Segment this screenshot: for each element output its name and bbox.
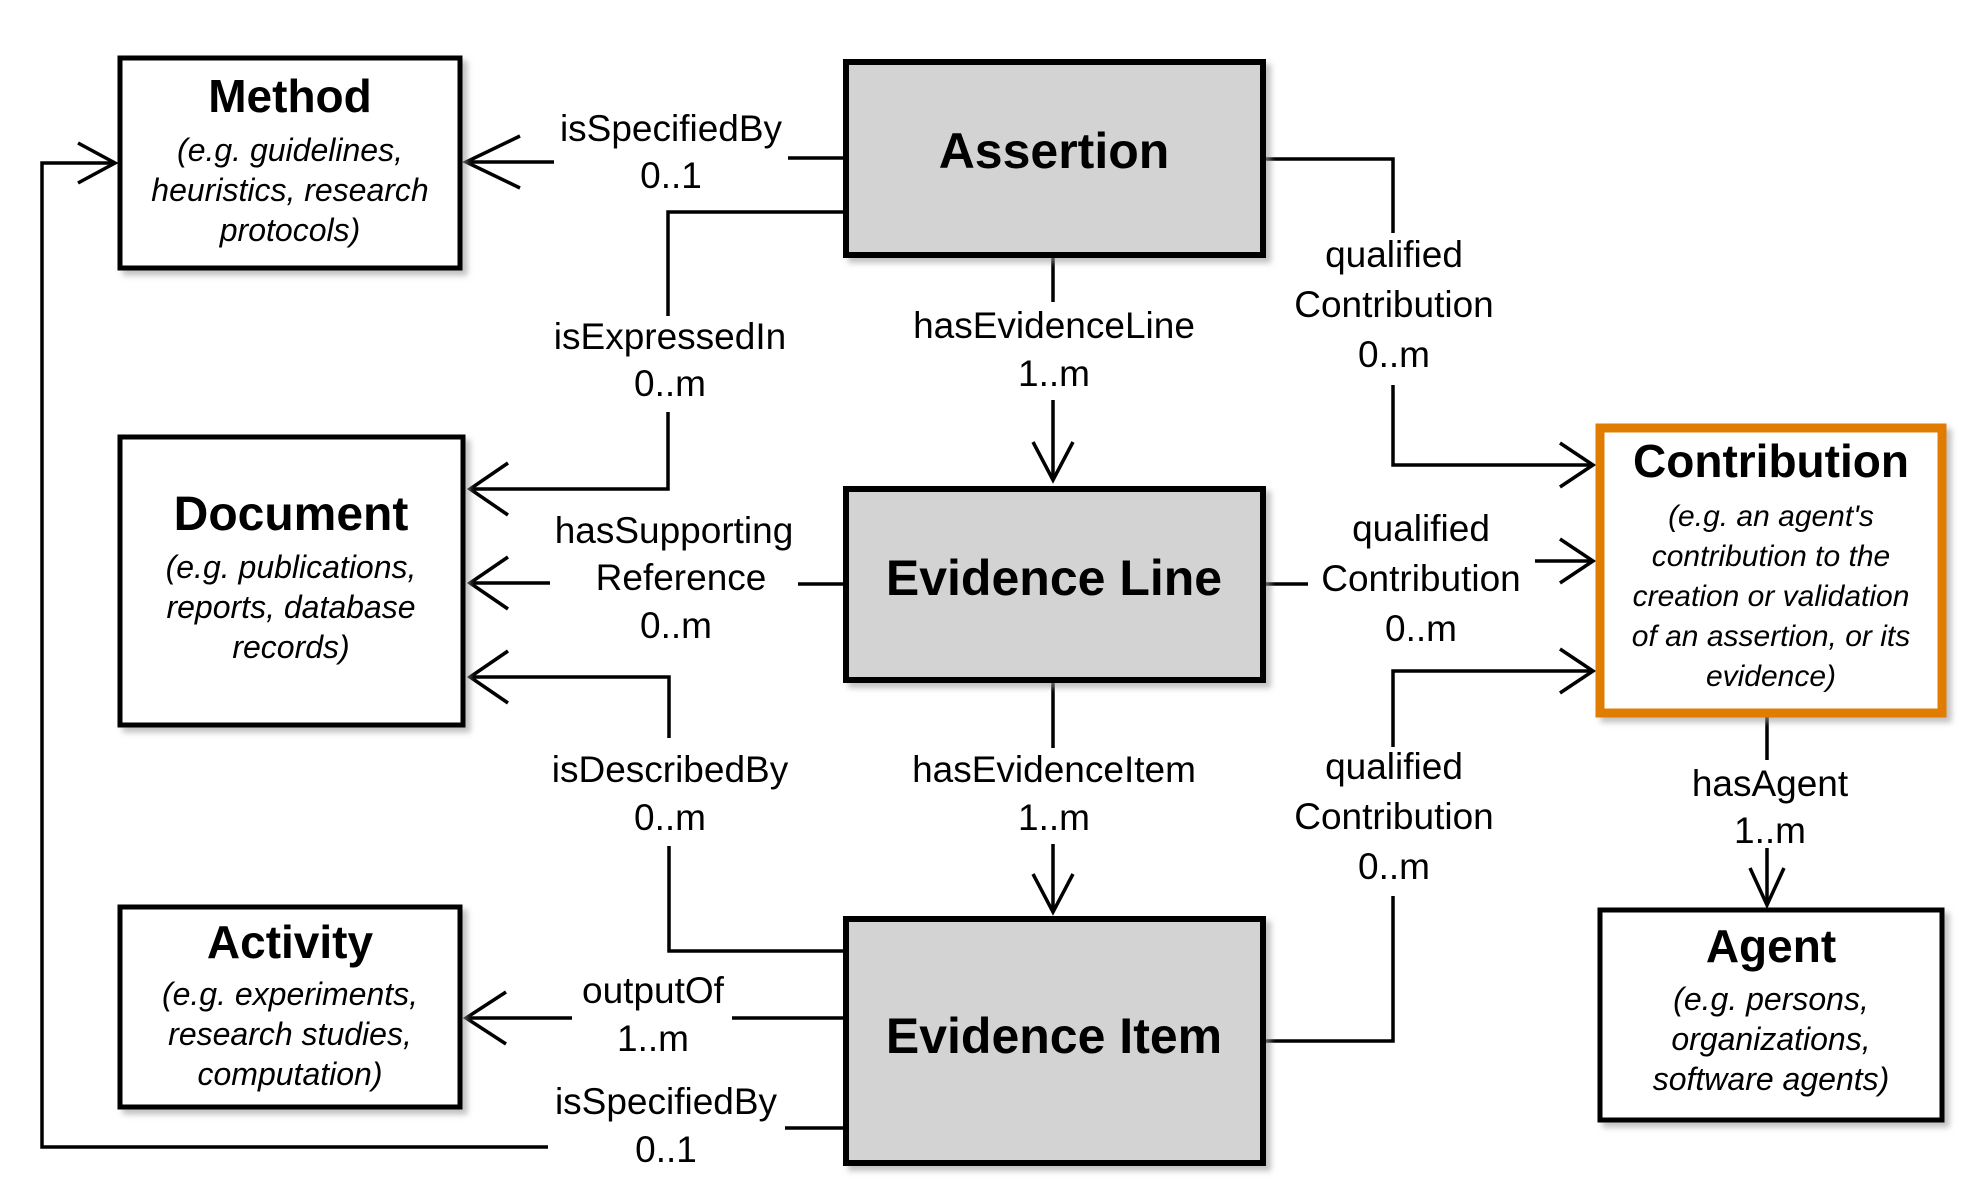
node-activity-sub-2: research studies, bbox=[168, 1016, 412, 1052]
node-method[interactable]: Method (e.g. guidelines, heuristics, res… bbox=[117, 55, 463, 271]
node-evidence-item-title: Evidence Item bbox=[886, 1008, 1222, 1064]
arrowhead-icon bbox=[466, 555, 509, 611]
edge-label-line-3: 0..m bbox=[640, 605, 712, 646]
node-document-sub-2: reports, database bbox=[166, 589, 415, 625]
node-agent-sub-2: organizations, bbox=[1671, 1021, 1870, 1057]
edge-evidence-line-document bbox=[466, 555, 843, 611]
edge-label-line-1: hasEvidenceLine bbox=[913, 305, 1195, 346]
node-agent-sub-3: software agents) bbox=[1653, 1061, 1890, 1097]
node-method-sub-3: protocols) bbox=[219, 212, 361, 248]
node-contribution-sub-5: evidence) bbox=[1706, 660, 1836, 693]
node-method-sub-2: heuristics, research bbox=[151, 172, 428, 208]
edge-label-line-2: Contribution bbox=[1294, 796, 1494, 837]
edge-label-line-2: Contribution bbox=[1321, 558, 1521, 599]
arrowhead-icon bbox=[1559, 441, 1597, 489]
node-activity-sub-1: (e.g. experiments, bbox=[162, 976, 418, 1012]
arrowhead-icon bbox=[1559, 537, 1597, 585]
node-evidence-line-title: Evidence Line bbox=[886, 550, 1222, 606]
arrowhead-icon bbox=[461, 134, 521, 190]
edge-assertion-document bbox=[466, 210, 843, 517]
node-contribution-sub-4: of an assertion, or its bbox=[1632, 620, 1910, 653]
edge-label-line-1: isDescribedBy bbox=[552, 749, 789, 790]
node-activity-sub-3: computation) bbox=[198, 1056, 383, 1092]
arrowhead-icon bbox=[1031, 441, 1075, 484]
node-assertion[interactable]: Assertion bbox=[843, 59, 1266, 258]
edge-evidence-item-contribution bbox=[1262, 647, 1597, 1043]
node-method-title: Method bbox=[208, 70, 372, 122]
edge-label-line-2: 0..m bbox=[634, 797, 706, 838]
edge-label-line-1: qualified bbox=[1352, 508, 1490, 549]
node-contribution-sub-1: (e.g. an agent's bbox=[1668, 500, 1874, 533]
label-evidence-item-contribution: qualified Contribution 0..m bbox=[1294, 746, 1494, 887]
node-document[interactable]: Document (e.g. publications, reports, da… bbox=[117, 434, 466, 728]
label-assertion-method: isSpecifiedBy 0..1 bbox=[560, 108, 783, 196]
label-assertion-document: isExpressedIn 0..m bbox=[554, 316, 786, 404]
label-evidence-item-document: isDescribedBy 0..m bbox=[552, 749, 789, 838]
label-evidence-item-method: isSpecifiedBy 0..1 bbox=[555, 1081, 778, 1170]
node-contribution-sub-3: creation or validation bbox=[1633, 580, 1910, 613]
arrowhead-icon bbox=[1031, 873, 1075, 916]
label-evidence-item-activity: outputOf 1..m bbox=[582, 970, 725, 1059]
arrowhead-icon bbox=[1748, 867, 1786, 910]
edge-label-line-2: 1..m bbox=[1018, 797, 1090, 838]
node-document-title: Document bbox=[174, 488, 409, 541]
label-contribution-agent: hasAgent 1..m bbox=[1692, 763, 1849, 851]
edge-label-line-3: 0..m bbox=[1358, 846, 1430, 887]
arrowhead-icon bbox=[77, 141, 119, 185]
node-agent[interactable]: Agent (e.g. persons, organizations, soft… bbox=[1597, 907, 1945, 1123]
node-document-sub-3: records) bbox=[232, 629, 349, 665]
node-contribution[interactable]: Contribution (e.g. an agent's contributi… bbox=[1595, 423, 1947, 718]
edge-evidence-line-evidence-item bbox=[1031, 680, 1075, 916]
node-contribution-title: Contribution bbox=[1633, 435, 1909, 487]
node-evidence-item[interactable]: Evidence Item bbox=[843, 916, 1266, 1166]
label-evidence-line-document: hasSupporting Reference 0..m bbox=[555, 510, 794, 646]
edge-label-line-1: hasSupporting bbox=[555, 510, 794, 551]
node-evidence-line[interactable]: Evidence Line bbox=[843, 486, 1266, 683]
edge-label-line-2: 1..m bbox=[1018, 353, 1090, 394]
edge-evidence-item-activity bbox=[462, 990, 843, 1046]
arrowhead-icon bbox=[1559, 647, 1597, 695]
edge-label-line-2: 1..m bbox=[1734, 810, 1806, 851]
edge-assertion-evidence-line bbox=[1031, 254, 1075, 484]
edge-label-line-1: qualified bbox=[1325, 234, 1463, 275]
edge-label-line-2: 1..m bbox=[617, 1018, 689, 1059]
label-evidence-line-evidence-item: hasEvidenceItem 1..m bbox=[912, 749, 1196, 838]
arrowhead-icon bbox=[466, 461, 509, 517]
edge-label-line-1: outputOf bbox=[582, 970, 725, 1011]
edge-label-line-1: isSpecifiedBy bbox=[560, 108, 783, 149]
edge-label-line-2: 0..1 bbox=[640, 155, 702, 196]
node-contribution-sub-2: contribution to the bbox=[1652, 540, 1891, 573]
edge-evidence-item-method bbox=[40, 141, 843, 1149]
node-activity[interactable]: Activity (e.g. experiments, research stu… bbox=[117, 904, 463, 1110]
edge-label-line-1: hasAgent bbox=[1692, 763, 1849, 804]
arrowhead-icon bbox=[462, 990, 507, 1046]
edge-label-line-2: Contribution bbox=[1294, 284, 1494, 325]
node-document-sub-1: (e.g. publications, bbox=[166, 549, 417, 585]
label-assertion-contribution: qualified Contribution 0..m bbox=[1294, 234, 1494, 375]
edge-label-line-3: 0..m bbox=[1358, 334, 1430, 375]
edge-evidence-line-contribution bbox=[1262, 537, 1597, 586]
node-agent-title: Agent bbox=[1706, 920, 1836, 972]
edge-label-line-2: 0..m bbox=[634, 363, 706, 404]
edge-assertion-method bbox=[461, 134, 843, 190]
node-assertion-title: Assertion bbox=[939, 123, 1170, 179]
node-activity-title: Activity bbox=[207, 916, 374, 968]
edge-label-line-3: 0..m bbox=[1385, 608, 1457, 649]
node-agent-sub-1: (e.g. persons, bbox=[1673, 981, 1869, 1017]
label-assertion-evidence-line: hasEvidenceLine 1..m bbox=[913, 305, 1195, 394]
edge-label-line-2: Reference bbox=[596, 557, 767, 598]
edge-label-line-2: 0..1 bbox=[635, 1129, 697, 1170]
arrowhead-icon bbox=[466, 649, 509, 705]
edge-label-line-1: hasEvidenceItem bbox=[912, 749, 1196, 790]
edge-evidence-item-document bbox=[466, 649, 843, 953]
edge-label-line-1: qualified bbox=[1325, 746, 1463, 787]
label-evidence-line-contribution: qualified Contribution 0..m bbox=[1321, 508, 1521, 649]
edge-assertion-contribution bbox=[1262, 157, 1597, 489]
node-method-sub-1: (e.g. guidelines, bbox=[177, 132, 403, 168]
edge-label-line-1: isSpecifiedBy bbox=[555, 1081, 778, 1122]
edge-contribution-agent bbox=[1748, 715, 1786, 910]
edge-label-line-1: isExpressedIn bbox=[554, 316, 786, 357]
